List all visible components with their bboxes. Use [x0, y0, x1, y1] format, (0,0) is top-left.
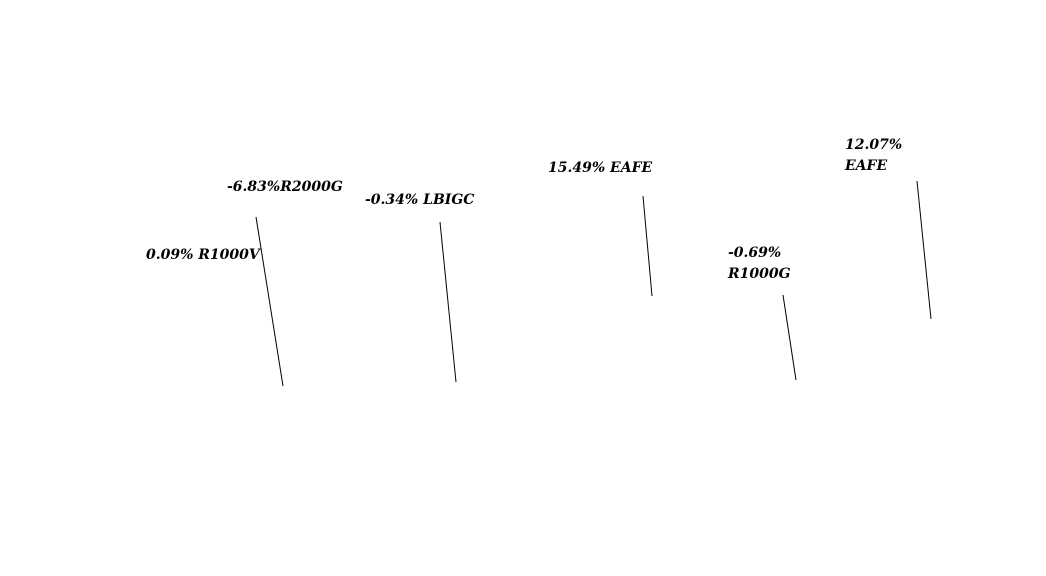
- leader-line-lbigc: [439, 221, 457, 383]
- leader-line-r2000g: [255, 216, 284, 387]
- leader-line-eafe-1: [642, 195, 653, 297]
- slice-label-lbigc: -0.34% LBIGC: [365, 192, 474, 208]
- slice-label-r1000g: -0.69% R1000G: [727, 245, 791, 282]
- leader-line-r1000g: [782, 294, 797, 381]
- chart-plot-area: 0.09% R1000V -6.83%R2000G -0.34% LBIGC 1…: [146, 137, 932, 387]
- leader-line-eafe-2: [916, 180, 932, 320]
- slice-label-r2000g: -6.83%R2000G: [227, 179, 343, 195]
- slice-label-eafe-1: 15.49% EAFE: [548, 160, 653, 176]
- slice-label-r1000v: 0.09% R1000V: [146, 247, 262, 263]
- slice-label-eafe-2: 12.07% EAFE: [844, 137, 907, 174]
